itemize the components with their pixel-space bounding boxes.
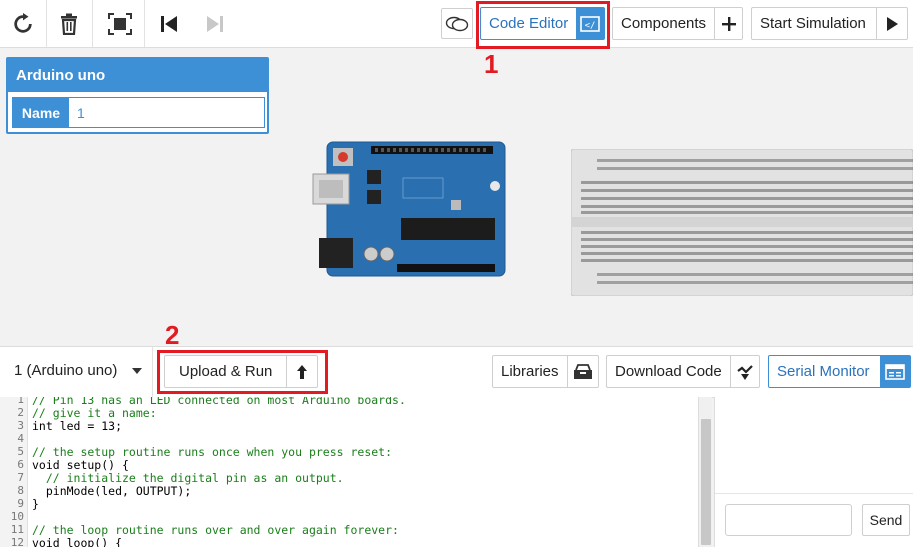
fit-view-button[interactable] [96,0,145,47]
annotation-box-1 [476,1,610,49]
code-editor-label: Code Editor [489,15,569,32]
code-icon: </ [576,8,604,39]
upload-arrow-icon [286,356,317,387]
rotate-icon [14,12,32,33]
code-lines: 1 // Pin 13 has an LED connected on most … [0,397,712,547]
step-back-button[interactable] [146,0,192,47]
step-forward-button[interactable] [192,0,238,47]
inspector-panel: Arduino uno Name 1 [6,57,269,134]
chat-icon [445,16,469,31]
serial-monitor-label: Serial Monitor [777,363,870,380]
name-field-label: Name [13,98,69,127]
download-icon [729,356,759,387]
line-number: 7 [17,471,24,484]
libraries-button[interactable]: Libraries [492,355,599,388]
line-number: 3 [17,419,24,432]
annotation-box-2 [157,350,328,394]
components-button[interactable]: Components [612,7,743,40]
board-select[interactable]: 1 (Arduino uno) [14,362,142,379]
arduino-board[interactable] [311,140,507,278]
line-number: 10 [10,510,24,523]
line-number: 5 [17,445,24,458]
serial-output [715,397,913,494]
top-toolbar: Code Editor </ Components Start Simulati… [0,0,913,48]
serial-monitor-button[interactable]: Serial Monitor [768,355,911,388]
serial-monitor-panel: Send [714,397,913,547]
upload-run-button[interactable]: Upload & Run [164,355,318,388]
inspector-title: Arduino uno [8,59,267,92]
code-line: void setup() { [32,458,129,472]
download-code-button[interactable]: Download Code [606,355,760,388]
code-line: } [32,497,39,511]
arduino-board-graphic [312,141,506,277]
name-field-row: Name 1 [12,97,265,128]
delete-button[interactable] [46,0,93,47]
code-scrollbar-thumb[interactable] [701,419,711,545]
line-number: 12 [10,536,24,547]
caret-down-icon [131,368,142,375]
line-number: 9 [17,497,24,510]
line-gutter [0,397,28,547]
play-icon [876,8,907,39]
rotate-button[interactable] [0,0,47,47]
download-code-label: Download Code [615,363,722,380]
send-button[interactable]: Send [862,504,910,536]
code-line: void loop() { [32,536,123,547]
line-number: 2 [17,406,24,419]
serial-input[interactable] [725,504,852,536]
divider [152,347,153,397]
comments-button[interactable] [441,8,473,39]
board-select-value: 1 (Arduino uno) [14,362,118,379]
code-editor[interactable]: 1 // Pin 13 has an LED connected on most … [0,397,712,547]
code-line: int led = 13; [32,419,123,433]
fit-view-icon [108,12,132,35]
breadboard-graphic [570,148,913,297]
annotation-number-2: 2 [165,320,180,350]
name-input[interactable]: 1 [77,104,85,121]
code-panel-toolbar: 1 (Arduino uno) Upload & Run Libraries D… [0,346,913,398]
library-box-icon [566,356,598,387]
code-line: // initialize the digital pin as an outp… [32,471,344,485]
code-line: // the loop routine runs over and over a… [32,523,399,537]
send-label: Send [869,512,903,528]
libraries-label: Libraries [501,363,559,380]
annotation-number-1: 1 [484,49,499,79]
components-label: Components [621,15,707,32]
code-editor-button[interactable]: Code Editor </ [480,7,605,40]
code-line: pinMode(led, OUTPUT); [32,484,192,498]
monitor-icon [880,356,910,387]
skip-forward-icon [207,15,223,32]
line-number: 6 [17,458,24,471]
code-line: // give it a name: [32,406,157,420]
svg-text:</: </ [585,21,596,31]
upload-run-label: Upload & Run [179,363,273,380]
line-number: 11 [10,523,24,536]
start-simulation-button[interactable]: Start Simulation [751,7,908,40]
line-number: 1 [17,397,24,406]
start-simulation-label: Start Simulation [760,15,866,32]
code-scrollbar[interactable] [698,397,712,547]
line-number: 8 [17,484,24,497]
code-line: // Pin 13 has an LED connected on most A… [32,397,406,407]
line-number: 4 [17,432,24,445]
plus-icon [714,8,742,39]
code-line: // the setup routine runs once when you … [32,445,393,459]
trash-icon [61,13,77,35]
skip-back-icon [161,15,177,32]
breadboard[interactable] [570,148,913,297]
